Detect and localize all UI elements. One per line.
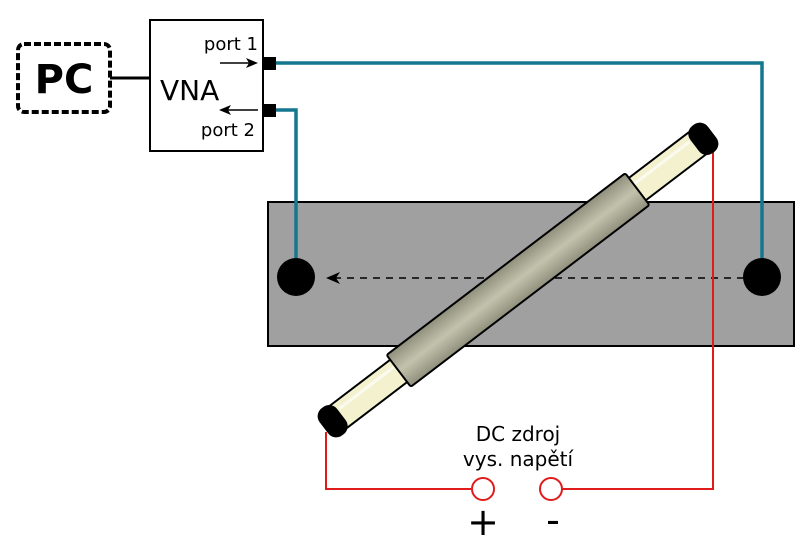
pc-box — [16, 42, 112, 114]
tube-end-cap-left — [317, 405, 348, 438]
port1-connector — [263, 57, 276, 70]
arrowhead-icon — [326, 272, 340, 284]
dc-plus-terminal — [471, 477, 495, 501]
vna-box — [149, 19, 264, 152]
coax-cable-port1 — [276, 61, 764, 268]
left-antenna — [277, 258, 315, 296]
dc-source-label: DC zdroj — [476, 422, 561, 446]
vna-label: VNA — [160, 74, 219, 107]
discharge-tube — [317, 122, 719, 438]
port2-arrowhead-icon — [219, 105, 231, 115]
plus-sign: + — [467, 500, 499, 544]
minus-sign: - — [546, 498, 560, 542]
dc-wire-minus — [562, 138, 714, 490]
tube-end-cap-right — [688, 122, 719, 155]
port2-label: port 2 — [201, 120, 255, 141]
port1-label: port 1 — [204, 34, 258, 55]
pc-label: PC — [35, 57, 94, 103]
port1-arrowhead-icon — [246, 58, 258, 68]
port2-connector — [263, 104, 276, 117]
tube-sleeve — [386, 172, 650, 388]
dc-source-sublabel: vys. napětí — [463, 447, 575, 471]
right-antenna — [743, 258, 781, 296]
coax-cable-port2 — [276, 108, 298, 270]
dc-wire-plus — [325, 432, 471, 490]
dc-minus-terminal — [539, 477, 563, 501]
